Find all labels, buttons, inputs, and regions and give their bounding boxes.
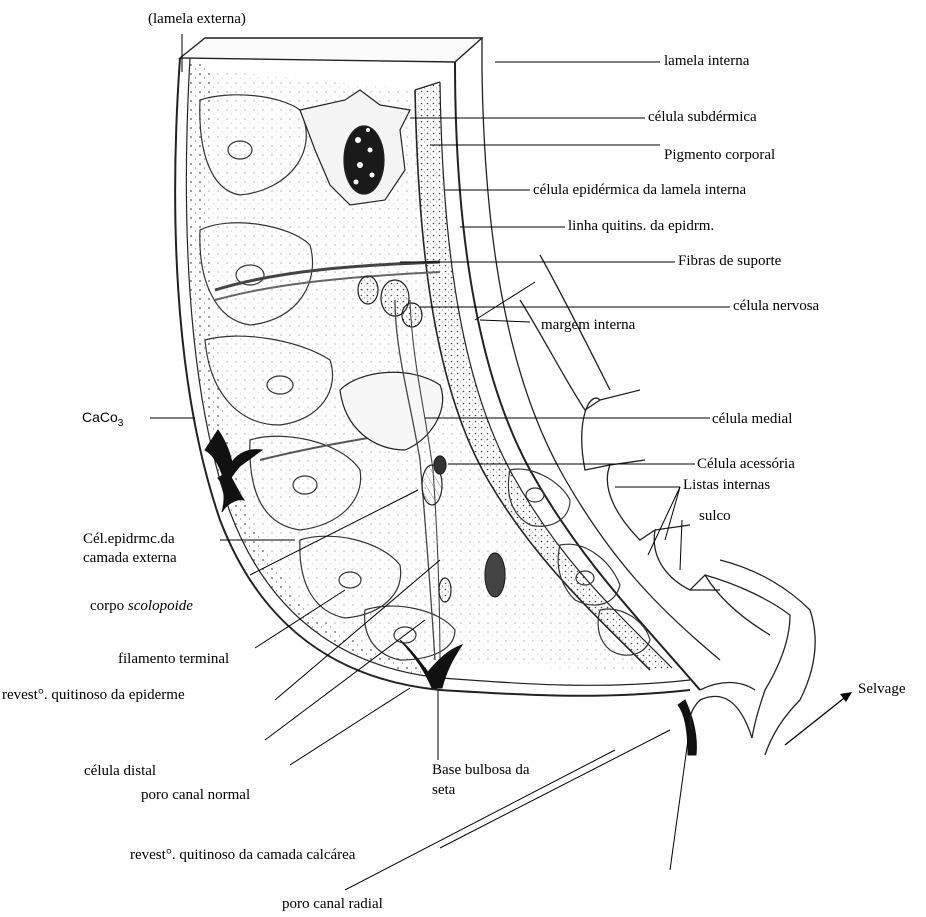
- label-revest-epiderme: revest°. quitinoso da epiderme: [2, 686, 185, 704]
- label-lamela-externa: (lamela externa): [148, 10, 246, 28]
- label-poro-canal-normal: poro canal normal: [141, 786, 250, 804]
- label-cel-epidermica-camada-externa: Cél.epidrmc.da camada externa: [83, 530, 177, 568]
- label-celula-subdermica: célula subdérmica: [648, 108, 757, 126]
- label-margem-interna: margem interna: [541, 316, 635, 334]
- label-celula-nervosa: célula nervosa: [733, 297, 819, 315]
- label-pigmento-corporal: Pigmento corporal: [664, 146, 775, 164]
- label-revest-camada-calcarea: revest°. quitinoso da camada calcárea: [130, 846, 355, 864]
- label-celula-medial: célula medial: [712, 410, 792, 428]
- label-linha-quitinosa: linha quitins. da epidrm.: [568, 217, 714, 235]
- label-lamela-interna: lamela interna: [664, 52, 749, 70]
- label-corpo-scolopoide: corpo scolopoide: [90, 597, 193, 615]
- label-filamento-terminal: filamento terminal: [118, 650, 229, 668]
- label-poro-canal-radial: poro canal radial: [282, 895, 383, 913]
- label-celula-acessoria: Célula acessória: [697, 455, 795, 473]
- selvage-arrow: [785, 692, 852, 745]
- label-sulco: sulco: [699, 507, 731, 525]
- label-fibras-suporte: Fibras de suporte: [678, 252, 781, 270]
- label-base-bulbosa-seta: Base bulbosa da seta: [432, 760, 529, 800]
- subdermal-nucleus: [344, 126, 384, 194]
- label-listas-internas: Listas internas: [683, 476, 770, 494]
- label-selvage: Selvage: [858, 680, 905, 698]
- label-caco3: CaCo3: [82, 408, 123, 433]
- label-celula-distal: célula distal: [84, 762, 156, 780]
- label-celula-epidermica-lamela-interna: célula epidérmica da lamela interna: [533, 181, 746, 199]
